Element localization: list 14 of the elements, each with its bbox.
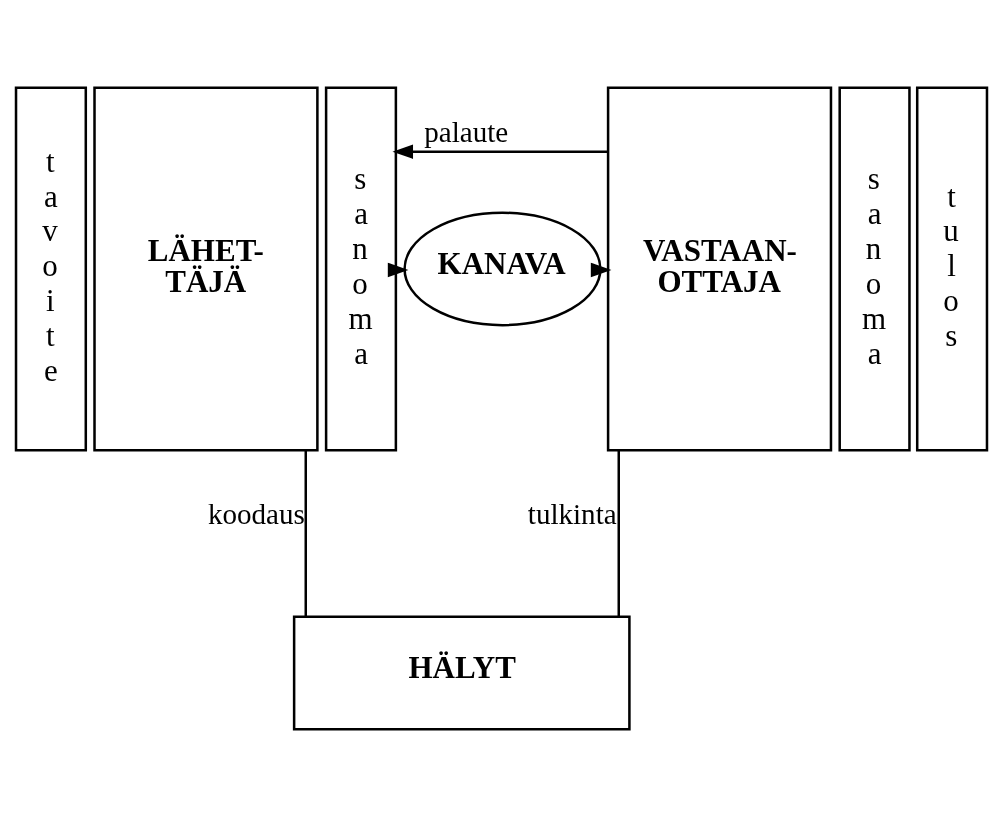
arrow: [387, 262, 409, 278]
connector: [617, 450, 620, 617]
connector: [304, 450, 307, 617]
node-box: s a n o m a: [838, 86, 911, 452]
edge-label: tulkinta: [527, 497, 617, 530]
node-box: HÄLYT: [292, 615, 631, 731]
edge-label: palaute: [424, 116, 509, 149]
node-box: VASTAAN- OTTAJA: [606, 86, 833, 452]
edge-label: koodaus: [207, 497, 305, 530]
arrow: [392, 144, 609, 159]
node-box: LÄHET- TÄJÄ: [93, 86, 319, 452]
node-box: t u l o s: [915, 86, 989, 452]
arrow: [590, 262, 612, 278]
node-box: t a v o i t e: [14, 86, 88, 452]
